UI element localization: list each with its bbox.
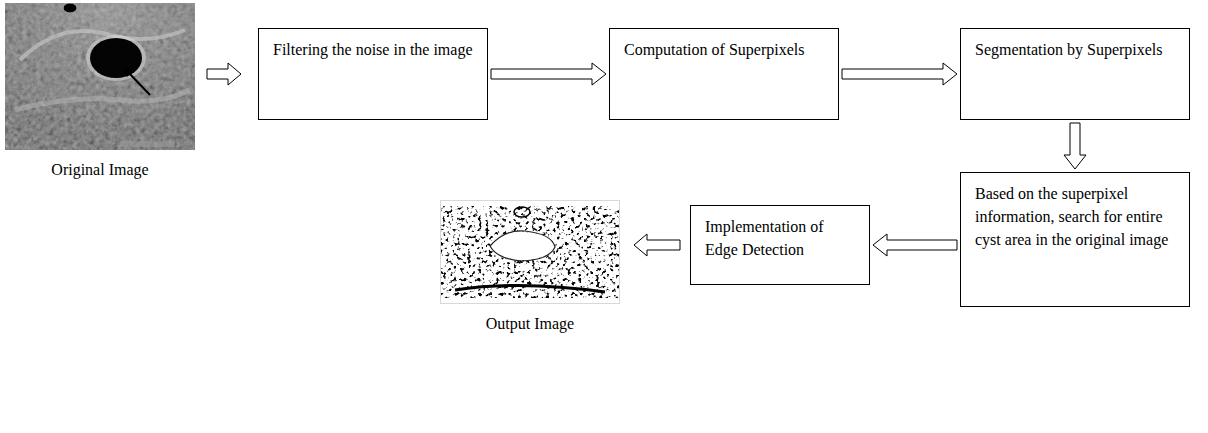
cyst <box>90 38 142 78</box>
tissue-layer <box>15 90 190 110</box>
process-box: Computation of Superpixels <box>609 28 839 120</box>
process-box: Filtering the noise in the image <box>258 28 488 120</box>
edge-ring <box>514 207 530 217</box>
edge-speckle <box>440 206 620 298</box>
cyst-rim <box>86 35 146 81</box>
flow-arrow <box>842 63 957 85</box>
process-box: Implementation of Edge Detection <box>690 205 870 285</box>
box-text: Based on the superpixel information, sea… <box>975 182 1177 252</box>
flow-arrow <box>634 234 680 256</box>
output-frame <box>441 201 620 304</box>
process-box: Segmentation by Superpixels <box>960 28 1190 120</box>
box-text: Segmentation by Superpixels <box>975 38 1177 61</box>
image-caption: Original Image <box>51 160 148 179</box>
pointer-head <box>123 67 133 77</box>
small-cyst <box>63 3 77 13</box>
ultrasound-speckle <box>5 3 195 150</box>
image-caption: Output Image <box>486 314 574 333</box>
box-text: Implementation of Edge Detection <box>705 215 857 261</box>
flow-arrow <box>491 63 606 85</box>
cyst-edge <box>490 231 555 261</box>
ultrasound-ground <box>5 3 195 150</box>
output-image <box>440 200 620 304</box>
flow-arrow <box>873 234 957 256</box>
box-text: Filtering the noise in the image <box>273 38 475 61</box>
ultrasound-image <box>5 3 195 150</box>
edge-line <box>455 285 605 292</box>
box-text: Computation of Superpixels <box>624 38 826 61</box>
scan-annotation <box>120 141 175 147</box>
process-box: Based on the superpixel information, sea… <box>960 172 1190 307</box>
flow-arrow <box>1064 123 1086 169</box>
pointer-arrow <box>127 71 150 95</box>
flow-arrow <box>207 63 241 85</box>
output-ground <box>440 200 620 304</box>
ultrasound-fan <box>5 3 195 150</box>
